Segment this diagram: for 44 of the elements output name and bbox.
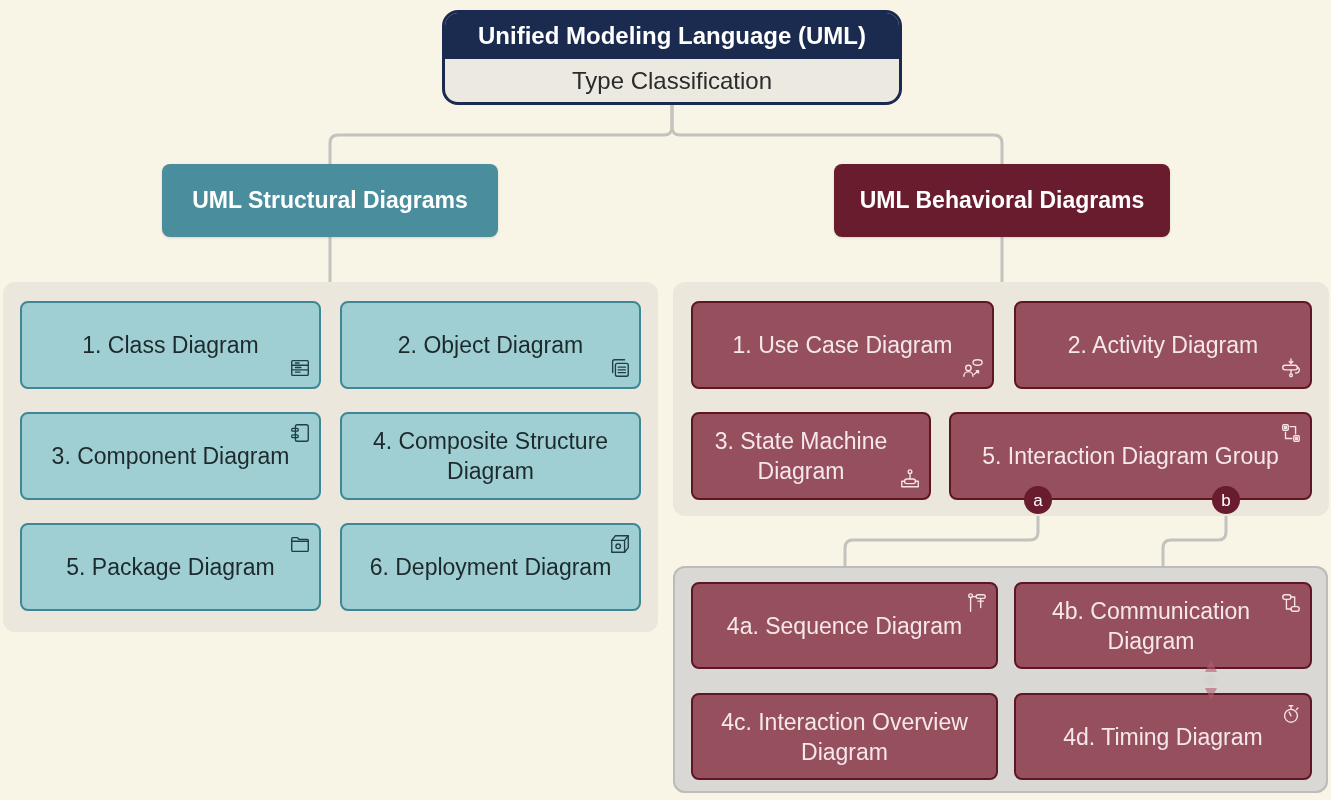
diagram-type-label: 3. Component Diagram [50,442,291,471]
diagram-type-label: 1. Use Case Diagram [731,331,954,360]
diagram-type-box [691,412,931,500]
group-panel [3,282,658,632]
category-label: UML Behavioral Diagrams [859,186,1145,216]
diagram-type-label: 4b. Communication Diagram [1050,596,1252,656]
diagram-type-label: 4. Composite Structure Diagram [371,427,610,486]
group-panel [673,566,1328,793]
diagram-type-label: 4d. Timing Diagram [1062,722,1264,752]
title-box [442,10,902,105]
connector-line [670,105,1004,164]
diagram-type-label: 3. State Machine Diagram [713,427,889,486]
diagram-type-box [20,412,321,500]
diagram-type-box [20,301,321,389]
letter-marker: a [1024,486,1052,514]
diagram-type-label: 4c. Interaction Overview Diagram [720,707,969,767]
title-bar: Unified Modeling Language (UML) [445,13,899,59]
diagram-type-box [691,301,994,389]
diagram-type-box [340,412,641,500]
diagram-type-label: 2. Object Diagram [396,331,585,360]
diagram-type-box [691,582,998,669]
diagram-type-box [20,523,321,611]
diagram-type-box [1014,582,1312,669]
diagram-type-label: 4a. Sequence Diagram [725,611,964,641]
subtitle-text: Type Classification [571,65,773,96]
connector-line [328,237,332,282]
diagram-type-label: 6. Deployment Diagram [368,553,613,582]
diagram-type-box [340,301,641,389]
diagram-type-box [1014,693,1312,780]
diagram-type-box [340,523,641,611]
category-label: UML Structural Diagrams [192,186,468,216]
diagram-type-label: 5. Package Diagram [65,553,276,582]
category-box [162,164,498,237]
connector-line [1161,514,1228,566]
connector-line [1000,237,1004,282]
letter-marker: b [1212,486,1240,514]
diagram-type-box [1014,301,1312,389]
category-box [834,164,1170,237]
diagram-type-box [691,693,998,780]
diagram-type-label: 5. Interaction Diagram Group [981,442,1280,471]
diagram-type-label: 2. Activity Diagram [1066,331,1260,360]
group-panel [673,282,1329,516]
connector-line [843,514,1040,566]
diagram-type-label: 1. Class Diagram [81,331,260,360]
